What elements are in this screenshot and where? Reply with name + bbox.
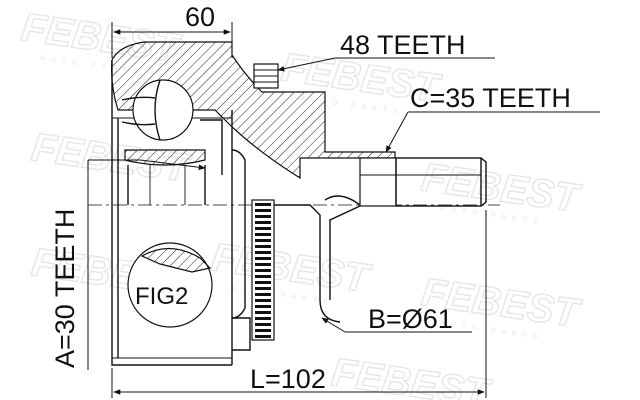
abs-tooth	[255, 257, 271, 260]
abs-tooth	[255, 203, 271, 206]
label-c-teeth: C=35 TEETH	[410, 83, 571, 113]
abs-tooth	[255, 233, 271, 236]
callout-b-diameter: B=Ø61	[321, 304, 472, 334]
label-b-diameter: B=Ø61	[368, 304, 453, 334]
label-48-teeth: 48 TEETH	[340, 30, 466, 60]
abs-tooth	[255, 263, 271, 266]
abs-tooth	[255, 323, 271, 326]
abs-tooth	[255, 329, 271, 332]
fig2-label: FIG2	[135, 283, 188, 310]
watermark-text: FEBEST	[329, 350, 495, 400]
inner-race	[124, 149, 206, 166]
splined-shaft	[274, 157, 487, 323]
abs-tooth	[255, 311, 271, 314]
abs-tooth	[255, 275, 271, 278]
abs-tooth	[255, 251, 271, 254]
callout-a-teeth: A=30 TEETH	[50, 159, 206, 370]
abs-tooth	[255, 287, 271, 290]
ball-cage	[121, 79, 223, 205]
abs-tooth	[255, 299, 271, 302]
ball-element	[132, 79, 194, 141]
dimension-60: 60	[111, 2, 233, 58]
abs-tooth	[255, 227, 271, 230]
abs-tone-ring	[251, 199, 275, 341]
dimension-60-label: 60	[185, 2, 215, 32]
abs-tooth	[255, 239, 271, 242]
abs-tooth	[255, 221, 271, 224]
abs-tooth	[255, 269, 271, 272]
abs-tooth	[255, 305, 271, 308]
callout-c-teeth: C=35 TEETH	[385, 83, 600, 153]
outer-spline-marker	[253, 63, 279, 89]
abs-tooth	[255, 281, 271, 284]
abs-tooth	[255, 209, 271, 212]
abs-tooth	[255, 215, 271, 218]
dimension-length: L=102	[111, 210, 487, 398]
abs-tooth	[255, 245, 271, 248]
fig2-detail: FIG2	[127, 242, 213, 328]
abs-tooth	[255, 335, 271, 338]
abs-tooth	[255, 293, 271, 296]
callout-48-teeth: 48 TEETH	[277, 30, 495, 72]
abs-tooth	[255, 317, 271, 320]
dimension-length-label: L=102	[250, 364, 326, 394]
label-a-teeth: A=30 TEETH	[50, 209, 80, 368]
